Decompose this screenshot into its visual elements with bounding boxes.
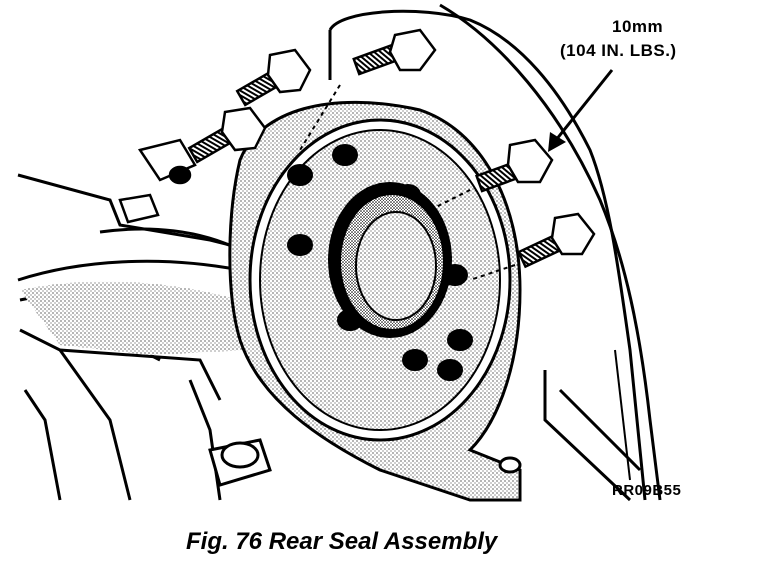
reference-code: RR09B55 — [612, 482, 682, 499]
engine-block-outline — [328, 3, 662, 502]
rear-main-seal — [328, 182, 452, 338]
retainer-bolt-3 — [187, 106, 267, 164]
torque-size-label: 10mm — [612, 17, 664, 36]
figure-caption: Fig. 76 Rear Seal Assembly — [0, 528, 768, 556]
figure-caption-text: Fig. 76 Rear Seal Assembly — [186, 528, 498, 555]
reference-leader — [614, 349, 631, 481]
retainer-bolt-2 — [235, 48, 312, 107]
oil-pan-fill — [20, 281, 255, 355]
retainer-bolt-4 — [474, 138, 554, 193]
torque-value-label: (104 IN. LBS.) — [560, 41, 677, 60]
retainer-bolt-1 — [352, 28, 437, 76]
retainer-bolt-5 — [517, 212, 596, 269]
lower-mounting-stud — [208, 438, 522, 487]
torque-callout-arrow — [548, 69, 614, 152]
side-bracket-bolts — [118, 138, 197, 224]
